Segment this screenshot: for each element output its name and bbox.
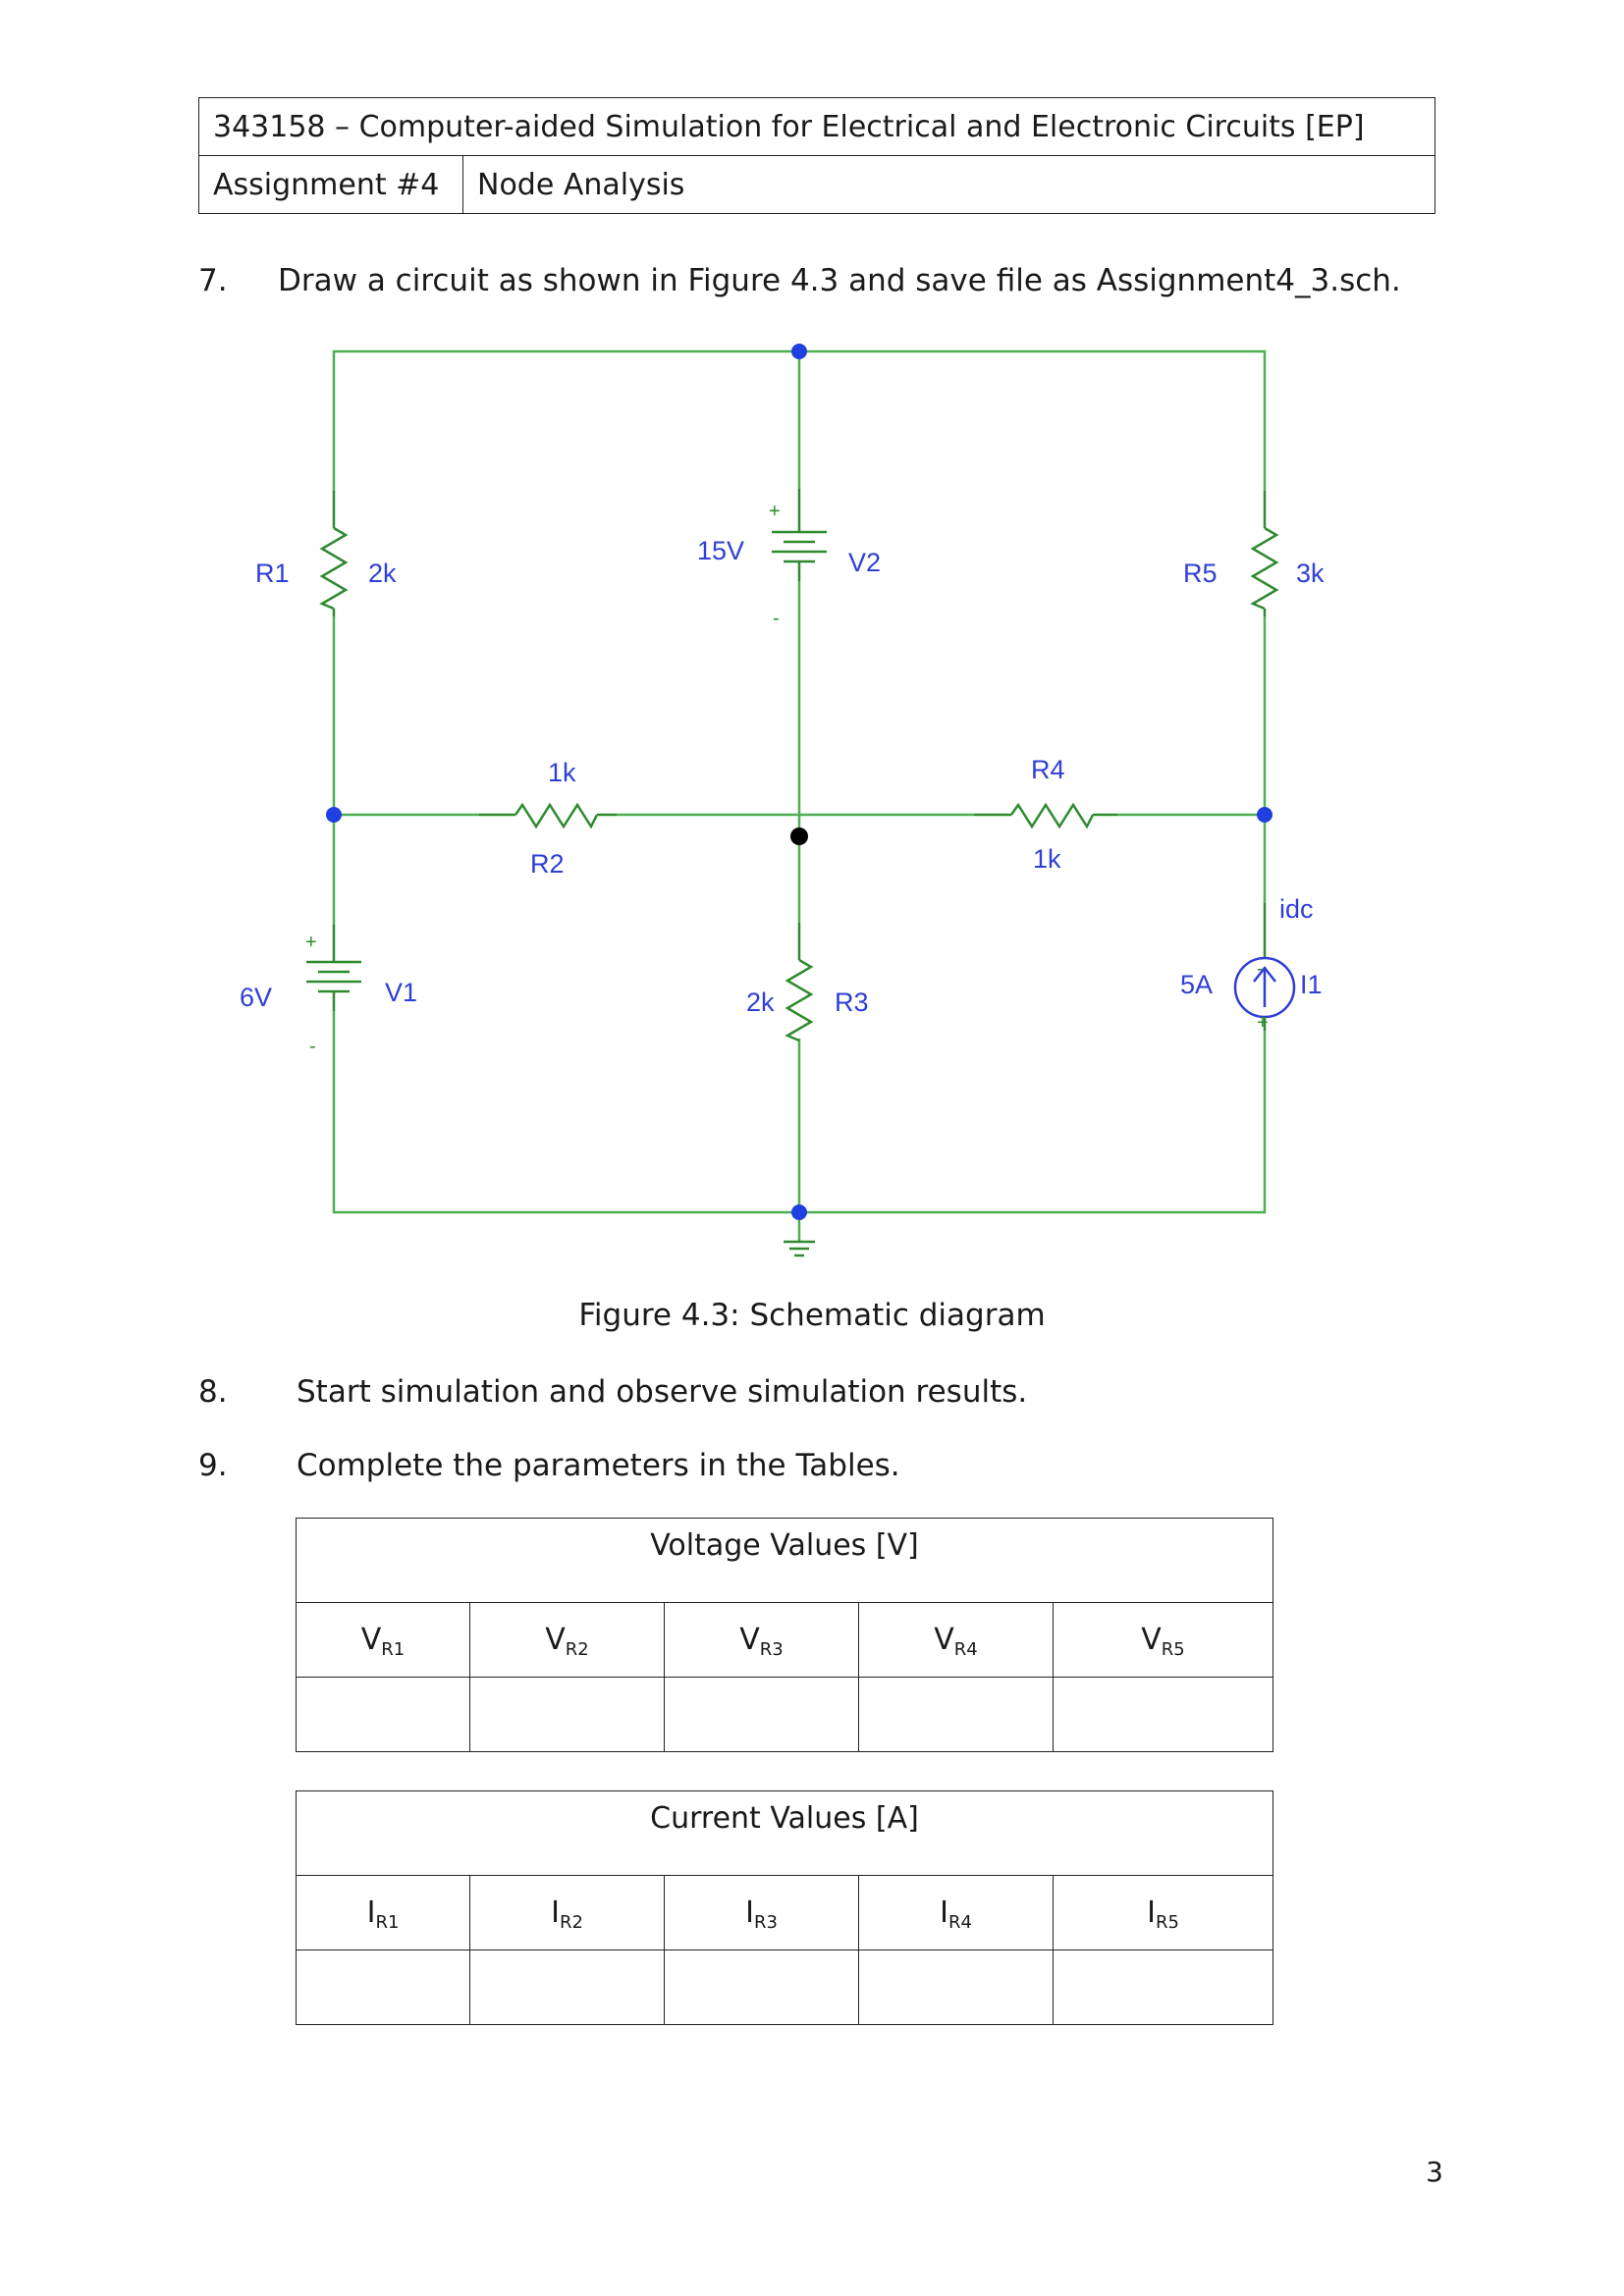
i1-value: 5A: [1180, 970, 1213, 999]
v2-name: V2: [848, 548, 881, 577]
step-9-text: Complete the parameters in the Tables.: [297, 1448, 900, 1483]
current-header-ir5: IR5: [1053, 1875, 1273, 1950]
voltage-cell-vr2[interactable]: [469, 1677, 665, 1752]
current-source-i1-symbol: [1233, 903, 1296, 1031]
course-header-table: 343158 – Computer-aided Simulation for E…: [198, 97, 1435, 214]
voltage-header-vr2: VR2: [469, 1602, 665, 1678]
voltage-header-row: VR1 VR2 VR3 VR4 VR5: [296, 1602, 1273, 1678]
v2-plus: +: [769, 501, 781, 522]
current-header-ir4: IR4: [858, 1875, 1054, 1950]
figure-caption: Figure 4.3: Schematic diagram: [578, 1298, 1046, 1333]
step-8-text: Start simulation and observe simulation …: [297, 1374, 1028, 1410]
i1-minus: -: [1257, 958, 1264, 980]
current-cell-ir2[interactable]: [469, 1949, 665, 2025]
battery-v2-symbol: [772, 489, 827, 581]
voltage-header-vr5: VR5: [1053, 1602, 1273, 1678]
voltage-table-title: Voltage Values [V]: [296, 1518, 1273, 1603]
r4-name: R4: [1031, 755, 1065, 784]
node-right: [1257, 807, 1272, 823]
step-9-number: 9.: [198, 1448, 228, 1483]
step-7-text: Draw a circuit as shown in Figure 4.3 an…: [278, 263, 1401, 298]
assignment-topic: Node Analysis: [462, 155, 1435, 214]
voltage-cell-vr4[interactable]: [858, 1677, 1054, 1752]
v2-value: 15V: [697, 536, 744, 565]
resistor-r4-symbol: [974, 802, 1117, 829]
r5-name: R5: [1183, 559, 1218, 588]
step-7-number: 7.: [198, 263, 228, 298]
current-cell-ir4[interactable]: [858, 1949, 1054, 2025]
wires: [332, 349, 1267, 1242]
voltage-values-table: Voltage Values [V] VR1 VR2 VR3 VR4 VR5: [296, 1518, 1273, 1752]
voltage-cell-vr1[interactable]: [296, 1677, 470, 1752]
r1-name: R1: [255, 559, 290, 588]
r5-value: 3k: [1296, 559, 1325, 588]
r2-value: 1k: [548, 758, 576, 787]
r3-value: 2k: [746, 988, 775, 1017]
voltage-header-vr1: VR1: [296, 1602, 470, 1678]
node-top: [791, 344, 807, 359]
current-header-row: IR1 IR2 IR3 IR4 IR5: [296, 1875, 1273, 1950]
current-value-row: [296, 1949, 1273, 2025]
node-left: [326, 807, 342, 823]
r2-name: R2: [530, 849, 565, 879]
current-header-ir2: IR2: [469, 1875, 665, 1950]
v1-minus: -: [309, 1036, 316, 1057]
step-8-number: 8.: [198, 1374, 228, 1410]
current-values-table: Current Values [A] IR1 IR2 IR3 IR4 IR5: [296, 1790, 1273, 2025]
voltage-value-row: [296, 1677, 1273, 1752]
page-number: 3: [1426, 2156, 1443, 2188]
voltage-cell-vr3[interactable]: [664, 1677, 859, 1752]
current-table-title: Current Values [A]: [296, 1790, 1273, 1876]
nodes: [326, 344, 1272, 1220]
v2-minus: -: [773, 608, 780, 629]
course-title: 343158 – Computer-aided Simulation for E…: [198, 97, 1435, 156]
circuit-schematic: R1 2k R5 3k 15V V2 + - 1k R2 R4 1k idc 5…: [240, 344, 1325, 1257]
assignment-number: Assignment #4: [198, 155, 463, 214]
ground-symbol: [784, 1240, 815, 1257]
current-header-ir1: IR1: [296, 1875, 470, 1950]
voltage-header-vr4: VR4: [858, 1602, 1054, 1678]
node-center: [790, 828, 808, 845]
current-header-ir3: IR3: [664, 1875, 859, 1950]
resistor-r3-symbol: [785, 923, 814, 1042]
v1-value: 6V: [240, 983, 272, 1012]
voltage-cell-vr5[interactable]: [1053, 1677, 1273, 1752]
current-cell-ir1[interactable]: [296, 1949, 470, 2025]
voltage-header-vr3: VR3: [664, 1602, 859, 1678]
current-cell-ir5[interactable]: [1053, 1949, 1273, 2025]
i1-type: idc: [1279, 894, 1314, 924]
v1-plus: +: [305, 932, 317, 953]
resistor-r1-symbol: [319, 491, 349, 616]
resistor-r5-symbol: [1250, 491, 1279, 616]
r4-value: 1k: [1033, 844, 1061, 874]
i1-plus: +: [1257, 1012, 1269, 1034]
v1-name: V1: [385, 978, 417, 1007]
node-ground: [791, 1204, 807, 1220]
current-cell-ir3[interactable]: [664, 1949, 859, 2025]
r3-name: R3: [835, 988, 869, 1017]
i1-name: I1: [1300, 970, 1323, 999]
resistor-r2-symbol: [479, 802, 617, 829]
r1-value: 2k: [368, 559, 397, 588]
battery-v1-symbol: [306, 925, 361, 1011]
